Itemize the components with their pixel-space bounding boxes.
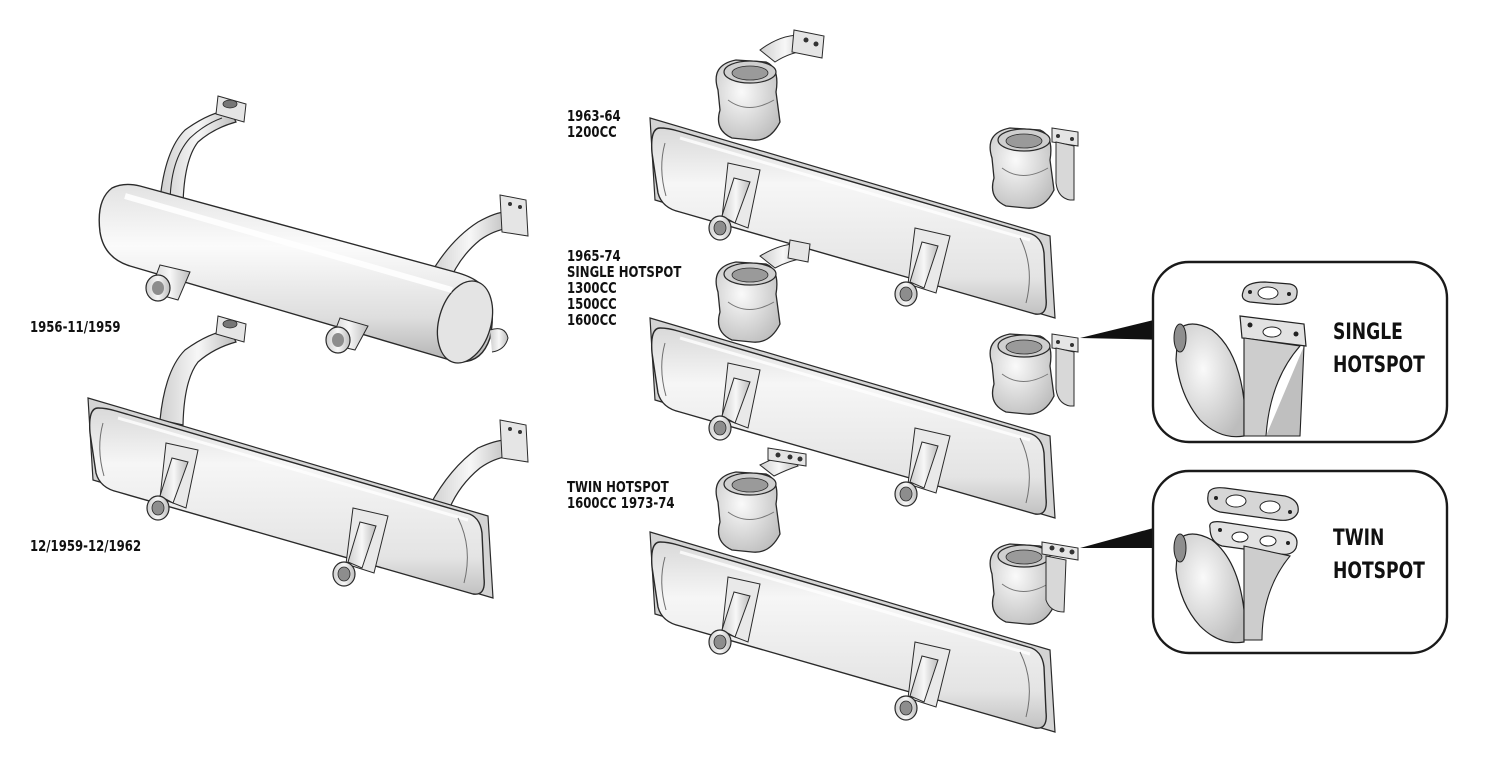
- single-hotspot-caption-line: HOTSPOT: [1333, 353, 1425, 378]
- muffler-1963-heater: [648, 29, 1079, 320]
- single-hotspot-caption-line: SINGLE: [1333, 320, 1403, 345]
- twin-callout-pointer: [1080, 524, 1170, 548]
- label-1965: 1965-74 SINGLE HOTSPOT 1300CC 1500CC 160…: [567, 248, 681, 328]
- twin-hotspot-flange-icon: [1173, 521, 1298, 644]
- muffler-1973-twin-hotspot: [648, 447, 1079, 734]
- label-1963-line: 1963-64: [567, 107, 621, 125]
- label-1965-line: 1500CC: [567, 295, 617, 313]
- muffler-1959-box: [86, 315, 529, 600]
- single-hotspot-gasket-icon: [1241, 281, 1298, 305]
- muffler-1965-single-hotspot: [648, 239, 1079, 520]
- single-hotspot-flange-icon: [1173, 315, 1307, 438]
- twin-hotspot-caption-line: TWIN: [1333, 526, 1385, 551]
- label-twin-line: TWIN HOTSPOT: [567, 478, 669, 496]
- label-1963: 1963-64 1200CC: [567, 108, 621, 140]
- single-hotspot-caption: SINGLE HOTSPOT: [1333, 316, 1425, 382]
- label-1959-line: 12/1959-12/1962: [30, 537, 142, 555]
- label-1965-line: SINGLE HOTSPOT: [567, 263, 682, 281]
- label-twin-line: 1600CC 1973-74: [567, 494, 675, 512]
- label-1956-line: 1956-11/1959: [30, 318, 121, 336]
- label-1965-line: 1300CC: [567, 279, 617, 297]
- label-twin: TWIN HOTSPOT 1600CC 1973-74: [567, 479, 675, 511]
- twin-hotspot-caption: TWIN HOTSPOT: [1333, 522, 1425, 588]
- label-1963-line: 1200CC: [567, 123, 617, 141]
- label-1959: 12/1959-12/1962: [30, 538, 141, 554]
- label-1956: 1956-11/1959: [30, 319, 121, 335]
- single-callout-pointer: [1080, 316, 1172, 340]
- twin-hotspot-gasket-icon: [1207, 487, 1299, 521]
- label-1965-line: 1600CC: [567, 311, 617, 329]
- single-hotspot-callout: [1151, 260, 1449, 444]
- twin-hotspot-callout: [1151, 469, 1449, 655]
- twin-hotspot-caption-line: HOTSPOT: [1333, 559, 1425, 584]
- muffler-1956-round: [98, 95, 529, 364]
- label-1965-line: 1965-74: [567, 247, 621, 265]
